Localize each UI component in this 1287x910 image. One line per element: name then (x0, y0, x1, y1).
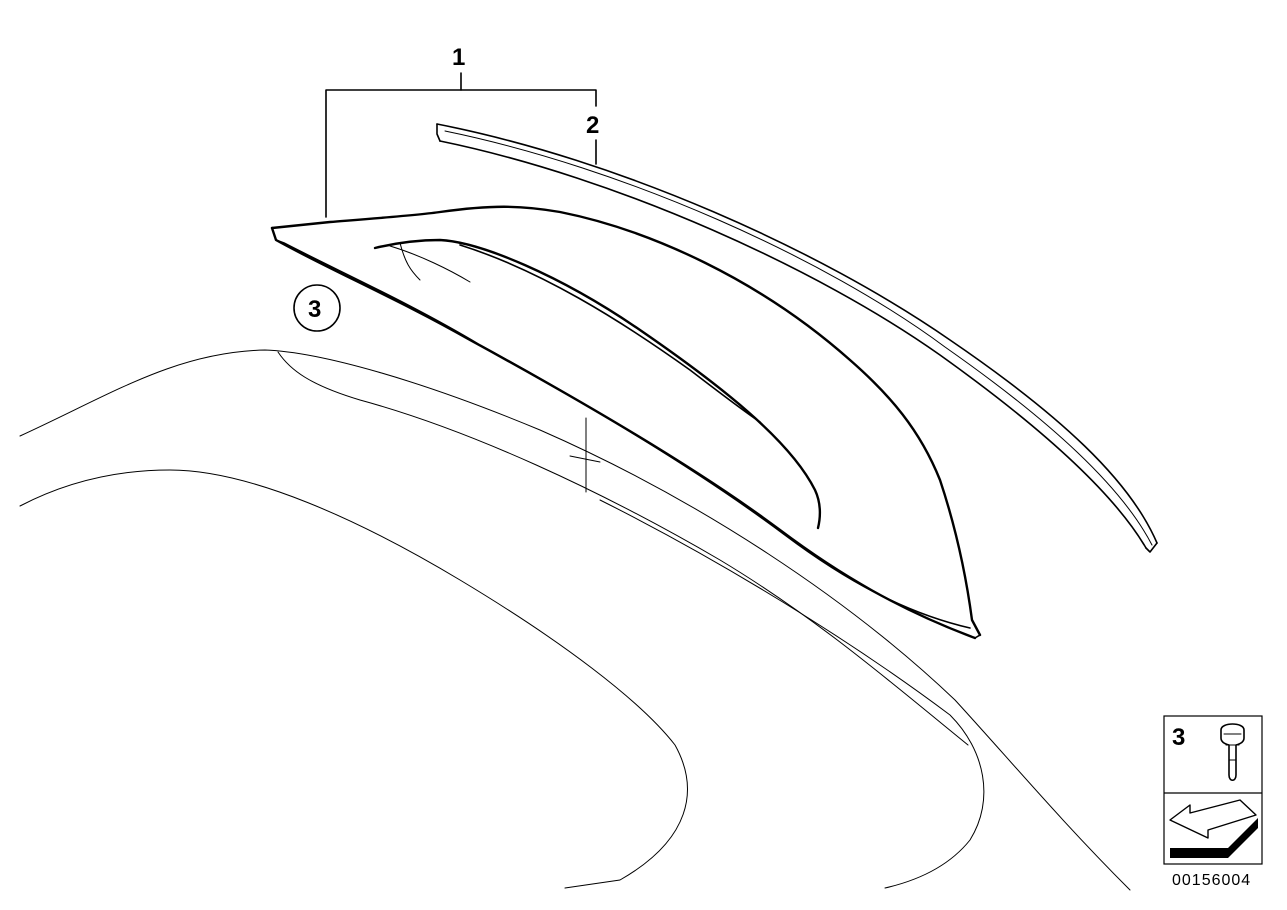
trim-strip-part-2 (436, 123, 1158, 553)
callout-part-1: 1 (452, 44, 465, 71)
direction-arrow-icon (1169, 799, 1258, 858)
callout-part-2: 2 (586, 112, 599, 139)
callout-part-3: 3 (308, 296, 321, 323)
push-rivet-clip-icon (1220, 723, 1245, 782)
trim-panel-part-1 (270, 205, 982, 640)
vehicle-body-outline (19, 349, 1131, 891)
callout-part-3-circle: 3 (293, 284, 341, 332)
document-id: 00156004 (1172, 872, 1251, 889)
legend-part-number: 3 (1172, 724, 1185, 751)
leader-lines (325, 72, 597, 218)
legend-box: 3 (1163, 715, 1263, 865)
